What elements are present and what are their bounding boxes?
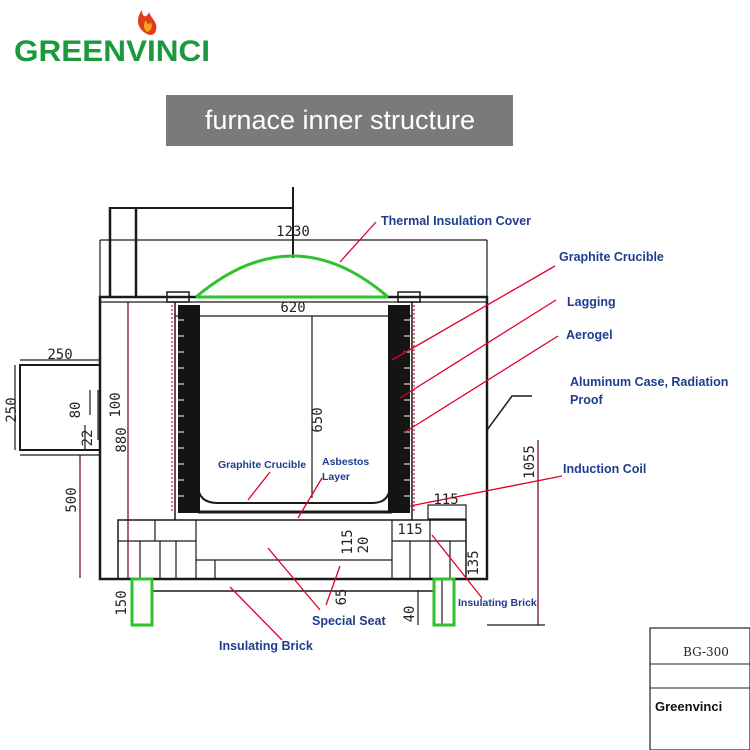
dim-20: 20 xyxy=(356,537,372,554)
label-special-seat: Special Seat xyxy=(312,614,386,628)
logo-text: GREENVINCI xyxy=(14,35,210,68)
dim-115-c: 115 xyxy=(340,529,356,554)
flame-icon xyxy=(137,10,157,35)
label-thermal-cover: Thermal Insulation Cover xyxy=(381,214,531,228)
label-induction-coil: Induction Coil xyxy=(563,462,646,476)
page-title: furnace inner structure xyxy=(205,105,475,135)
dim-250-top: 250 xyxy=(47,347,72,363)
dim-880: 880 xyxy=(114,427,130,452)
label-asbestos-2: Layer xyxy=(322,471,350,483)
leader-lines xyxy=(229,221,563,641)
dim-620: 620 xyxy=(280,300,305,316)
dim-40: 40 xyxy=(402,606,418,623)
label-aluminum-case-2: Proof xyxy=(570,393,603,407)
label-aluminum-case-1: Aluminum Case, Radiation xyxy=(570,375,728,389)
dim-80: 80 xyxy=(68,402,84,419)
thermal-cover-dome xyxy=(195,254,389,299)
title-block-code: BG-300 xyxy=(683,645,729,659)
induction-coil-left xyxy=(178,305,200,513)
crucible-outline xyxy=(197,310,391,504)
label-lagging: Lagging xyxy=(567,295,616,309)
title-block: BG-300 Greenvinci xyxy=(649,627,750,750)
dim-115-b: 115 xyxy=(397,522,422,538)
dim-100: 100 xyxy=(108,392,124,417)
dim-500: 500 xyxy=(64,487,80,512)
dim-1055: 1055 xyxy=(522,445,538,479)
label-aerogel: Aerogel xyxy=(566,328,613,342)
dim-150: 150 xyxy=(114,590,130,615)
dim-250-side: 250 xyxy=(4,397,20,422)
left-foot xyxy=(130,577,154,627)
label-graphite-crucible-outer: Graphite Crucible xyxy=(559,250,664,264)
title-banner xyxy=(166,95,513,146)
dim-65: 65 xyxy=(334,589,350,606)
red-wall-lines xyxy=(79,305,539,620)
dim-135: 135 xyxy=(466,550,482,575)
label-asbestos-1: Asbestos xyxy=(322,456,369,468)
induction-coil-right xyxy=(388,305,410,513)
dim-22: 22 xyxy=(80,430,96,447)
flame-inner-icon xyxy=(143,20,152,32)
dim-115-a: 115 xyxy=(433,492,458,508)
greenvinci-logo: GREENVINCI xyxy=(14,10,210,68)
dim-650: 650 xyxy=(310,407,326,432)
label-insulating-brick: Insulating Brick xyxy=(219,639,313,653)
title-block-company: Greenvinci xyxy=(655,699,722,714)
label-graphite-crucible-inner: Graphite Crucible xyxy=(218,459,306,471)
dim-1230: 1230 xyxy=(276,224,310,240)
label-insulating-brick-small: Insulating Brick xyxy=(458,597,537,609)
right-foot xyxy=(432,577,456,627)
